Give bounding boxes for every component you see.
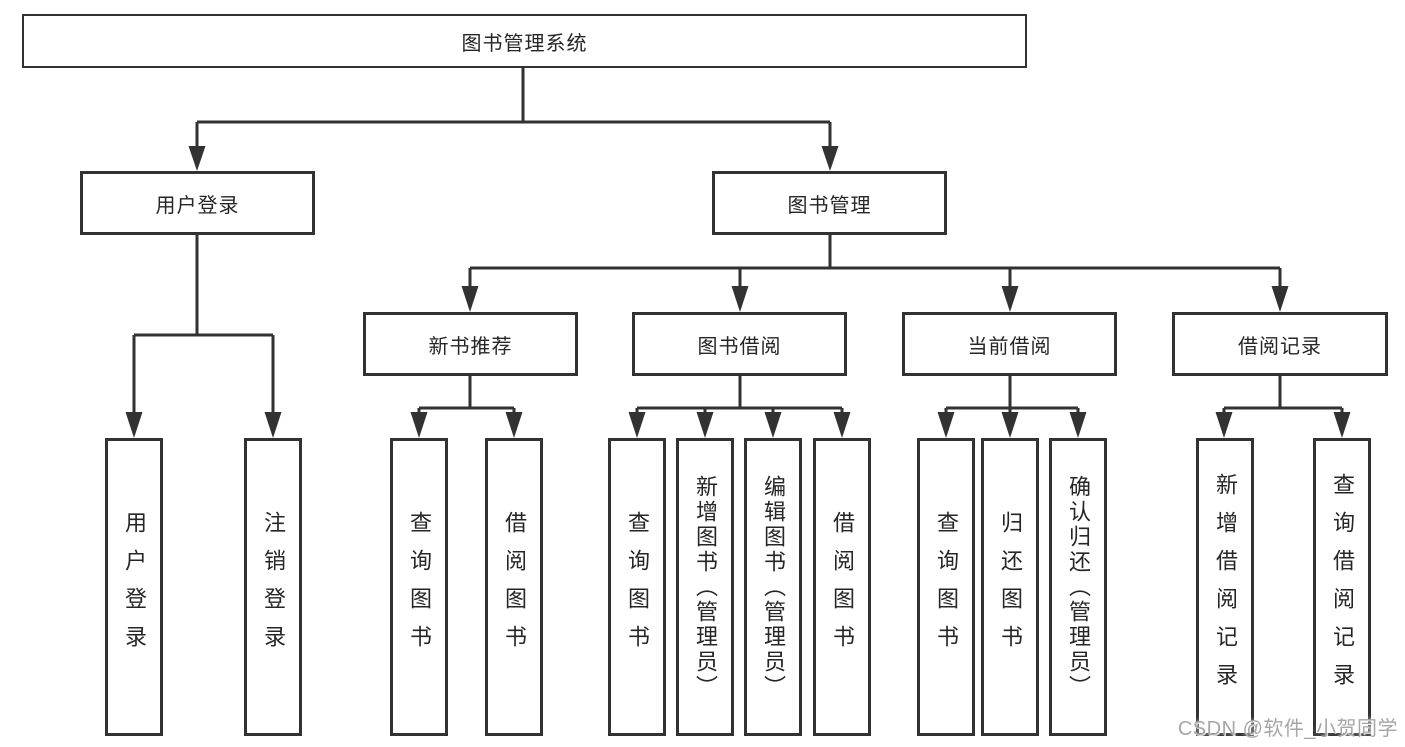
leaf-label: 归还图书 <box>998 511 1023 663</box>
node-label: 新书推荐 <box>428 335 513 358</box>
leaf-return-books: 归还图书 <box>981 438 1039 736</box>
node-label: 图书管理 <box>787 194 872 217</box>
leaf-user-login: 用户登录 <box>105 438 163 736</box>
leaf-label: 借阅图书 <box>830 511 855 663</box>
node-label: 借阅记录 <box>1238 335 1322 358</box>
leaf-label: 查询图书 <box>934 511 959 663</box>
arrowheads <box>125 146 1351 438</box>
leaf-label: 用户登录 <box>122 511 147 663</box>
node-label: 当前借阅 <box>967 335 1052 358</box>
leaf-logout: 注销登录 <box>244 438 302 736</box>
node-library-management-system: 图书管理系统 <box>22 14 1027 68</box>
leaf-confirm-return-admin: 确认归还（管理员） <box>1049 438 1107 736</box>
node-user-login: 用户登录 <box>80 171 315 235</box>
node-book-borrowing: 图书借阅 <box>632 312 847 376</box>
leaf-label: 查询图书 <box>625 511 650 663</box>
leaf-label: 注销登录 <box>261 511 286 663</box>
node-book-management: 图书管理 <box>712 171 947 235</box>
node-label: 图书借阅 <box>697 335 782 358</box>
node-new-book-recommendation: 新书推荐 <box>363 312 578 376</box>
leaf-add-book-admin: 新增图书（管理员） <box>676 438 734 736</box>
node-label: 图书管理系统 <box>461 32 588 55</box>
leaf-label: 新增借阅记录 <box>1213 473 1238 701</box>
leaf-label: 查询借阅记录 <box>1330 473 1355 701</box>
leaf-add-borrow-record: 新增借阅记录 <box>1196 438 1254 736</box>
leaf-query-borrow-record: 查询借阅记录 <box>1313 438 1371 736</box>
leaf-label: 确认归还（管理员） <box>1066 474 1091 700</box>
leaf-label: 查询图书 <box>407 511 432 663</box>
leaf-borrow-books: 借阅图书 <box>813 438 871 736</box>
node-current-borrowing: 当前借阅 <box>902 312 1117 376</box>
leaf-edit-book-admin: 编辑图书（管理员） <box>744 438 802 736</box>
leaf-label: 借阅图书 <box>502 511 527 663</box>
csdn-watermark: CSDN @软件_小贺同学 <box>1177 718 1398 740</box>
node-label: 用户登录 <box>155 194 240 217</box>
leaf-query-books-current: 查询图书 <box>917 438 975 736</box>
leaf-borrow-books-recommend: 借阅图书 <box>485 438 543 736</box>
leaf-label: 新增图书（管理员） <box>693 474 718 700</box>
leaf-label: 编辑图书（管理员） <box>761 474 786 700</box>
node-borrowing-records: 借阅记录 <box>1172 312 1388 376</box>
leaf-query-books-recommend: 查询图书 <box>390 438 448 736</box>
leaf-query-books-borrowing: 查询图书 <box>608 438 666 736</box>
